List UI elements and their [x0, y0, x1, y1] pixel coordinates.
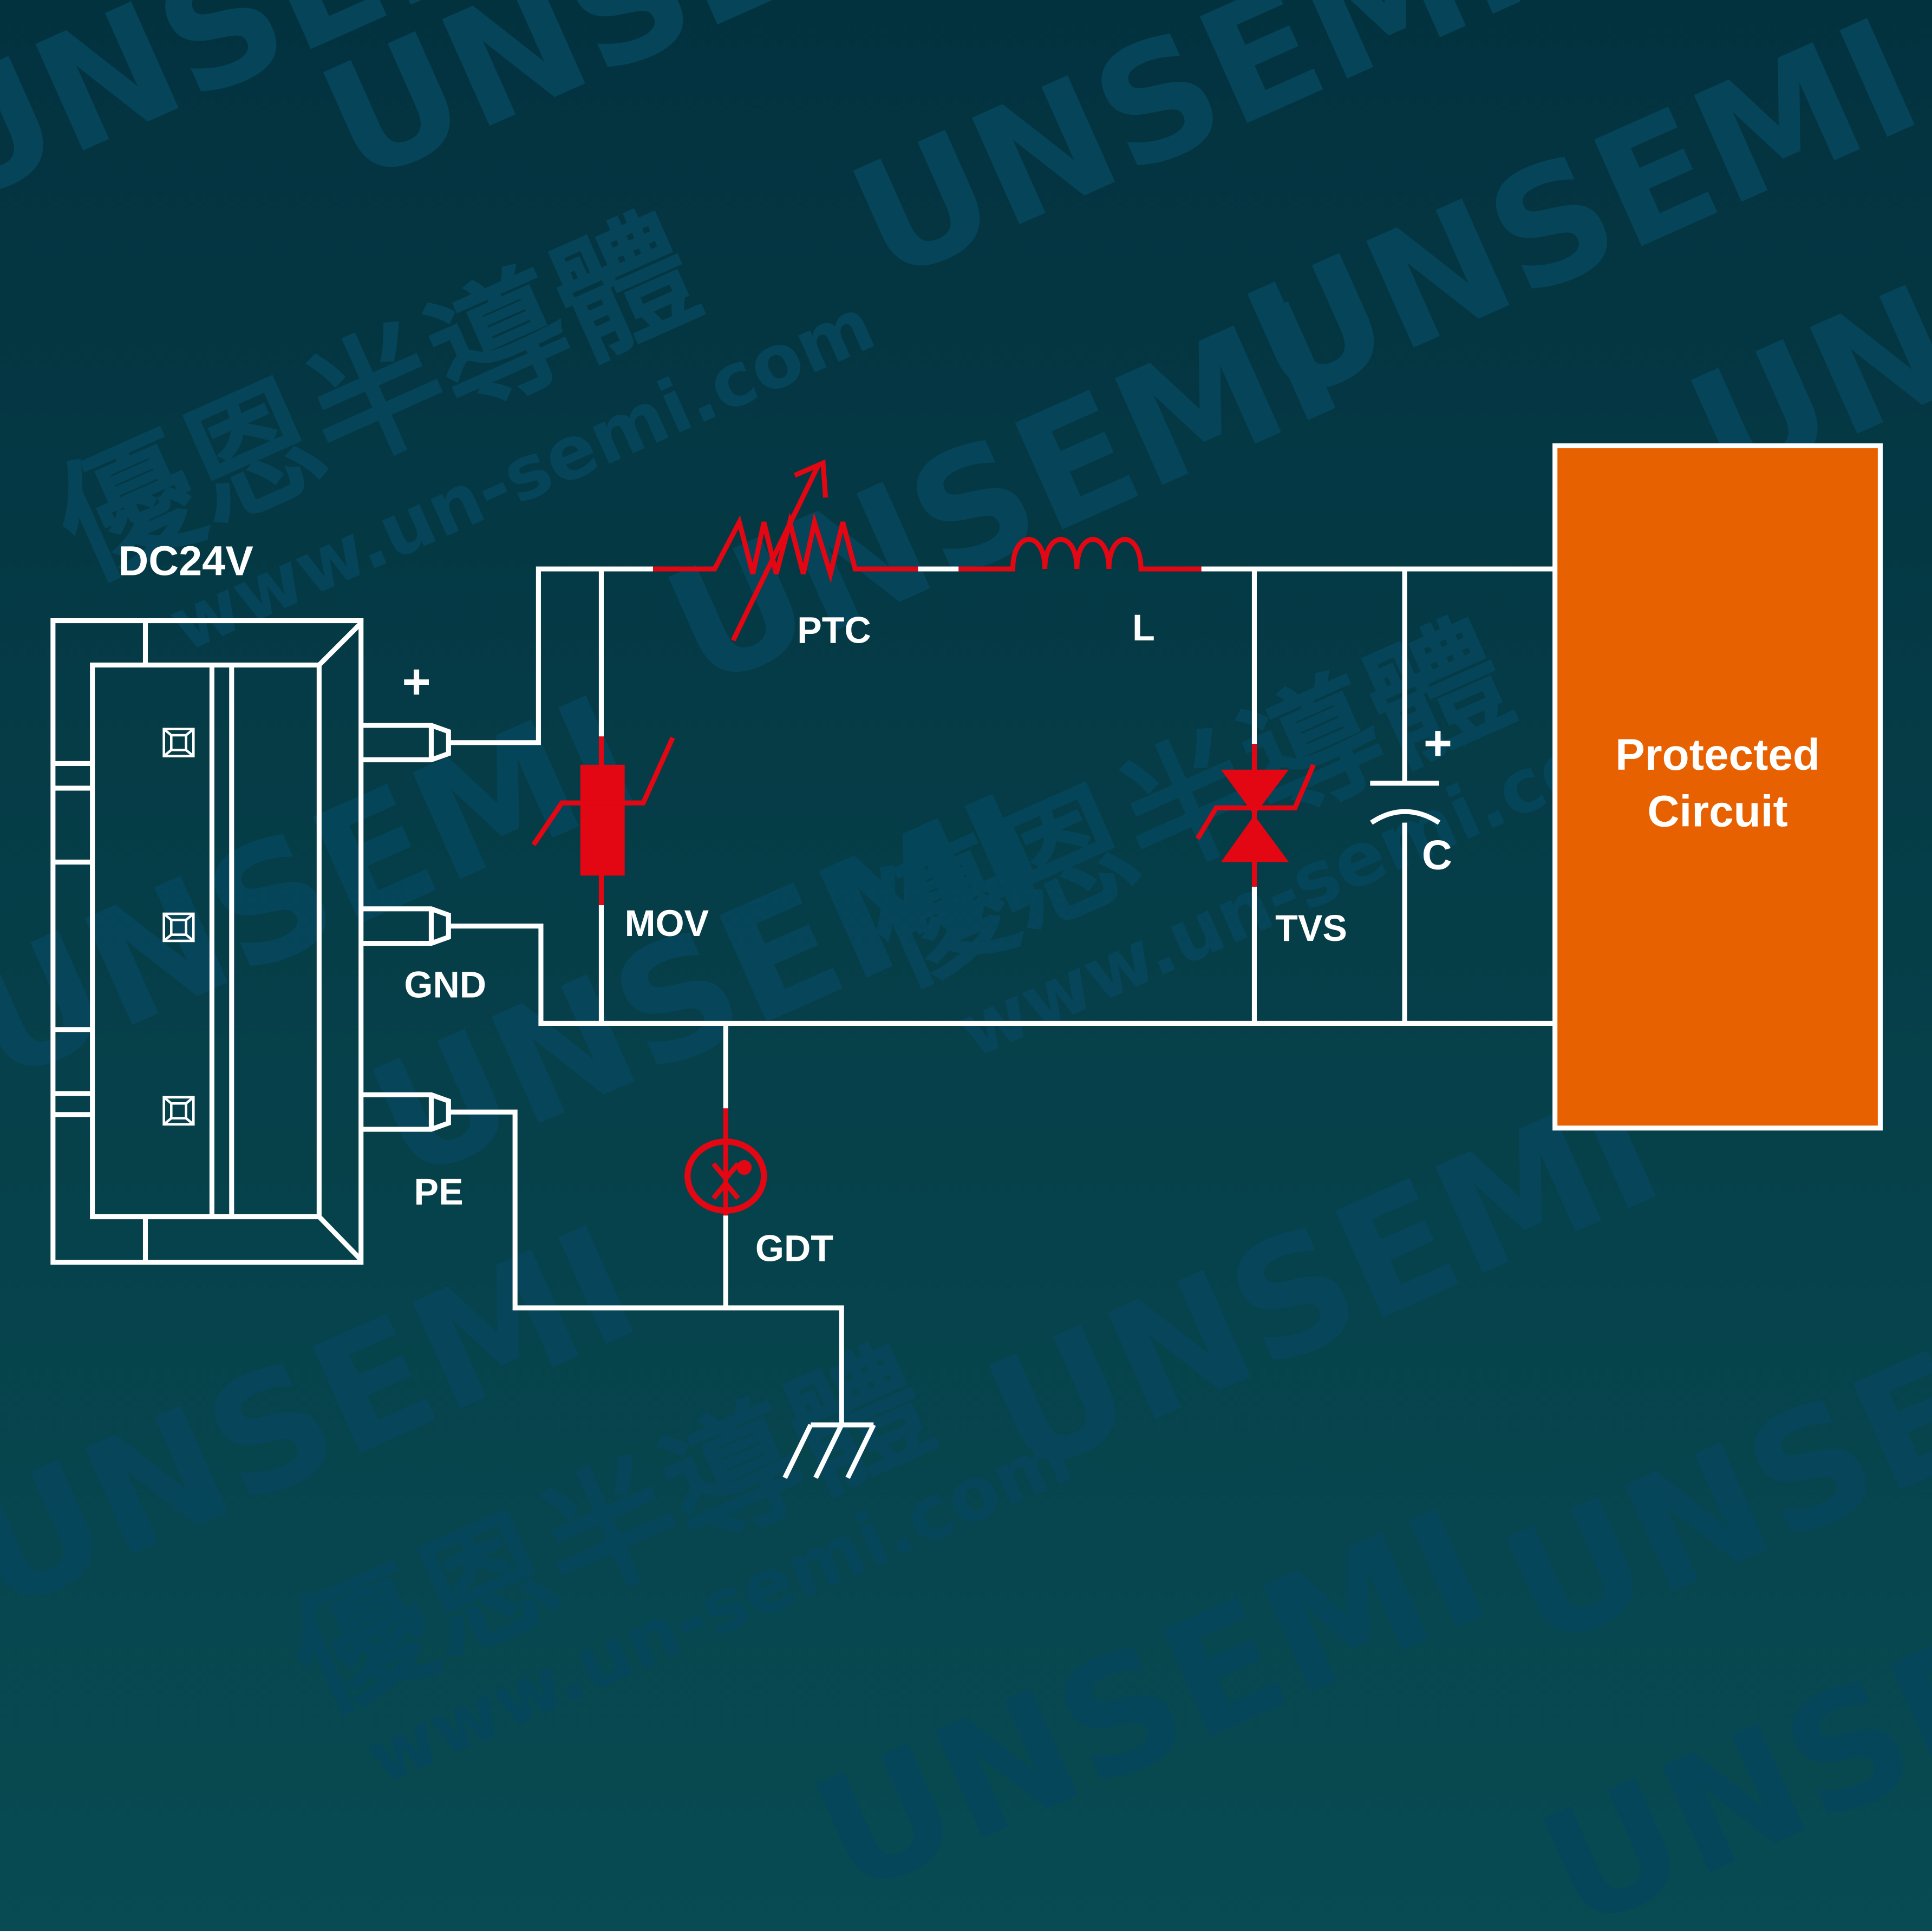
terminal-pe-label: PE	[414, 1171, 464, 1213]
load-label-line1: Protected	[1615, 730, 1820, 780]
gdt-label: GDT	[755, 1228, 833, 1269]
inductor-label: L	[1132, 607, 1155, 649]
terminal-plus-label: +	[402, 654, 431, 709]
ptc-label: PTC	[797, 610, 871, 651]
protected-circuit-box: Protected Circuit	[1552, 443, 1883, 1131]
gdt-symbol	[684, 1108, 767, 1216]
earth-ground-icon	[782, 1422, 876, 1479]
tvs-label: TVS	[1275, 908, 1347, 949]
load-label-line2: Circuit	[1647, 787, 1787, 836]
tvs-diode-symbol	[1195, 744, 1316, 887]
inductor-symbol	[958, 537, 1202, 572]
capacitor-polarity-label: +	[1424, 716, 1452, 771]
terminal-gnd-label: GND	[404, 965, 486, 1006]
source-label: DC24V	[118, 538, 253, 584]
mov-label: MOV	[625, 903, 709, 944]
wires	[448, 566, 1555, 1423]
capacitor-symbol	[1370, 781, 1441, 825]
mov-symbol	[531, 736, 675, 906]
ptc-thermistor-symbol	[653, 459, 918, 642]
capacitor-label: C	[1422, 832, 1452, 879]
